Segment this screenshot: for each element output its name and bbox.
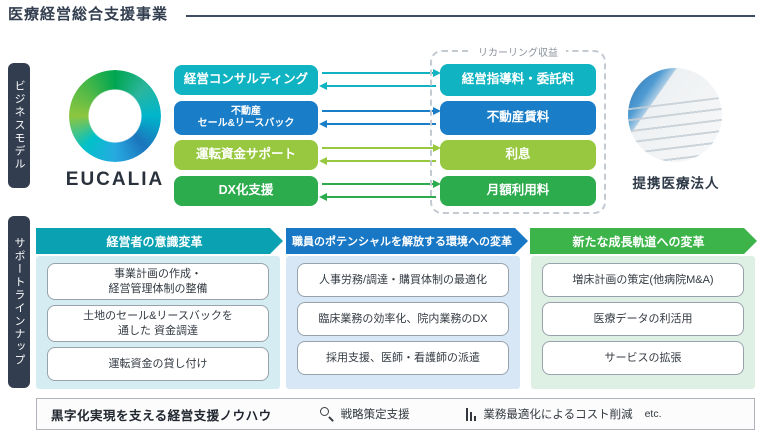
title-underline <box>186 15 755 17</box>
knowhow-item-label: 業務最適化によるコスト削減 <box>483 409 633 421</box>
support-item: サービスの拡張 <box>542 341 744 375</box>
support-header-growth: 新たな成長軌道への変革 <box>530 228 757 254</box>
knowhow-item-cost: 業務最適化によるコスト削減 <box>465 406 633 422</box>
service-box-real-estate: 不動産 セール&リースバック <box>174 101 318 135</box>
service-box-working-capital: 運転資金サポート <box>174 140 318 170</box>
support-header-potential: 職員のポテンシャルを解放する環境への変革 <box>286 228 528 254</box>
revenue-box-monthly: 月額利用料 <box>440 176 596 206</box>
revenue-box-interest: 利息 <box>440 140 596 170</box>
eucalia-logo: EUCALIA <box>55 70 175 191</box>
section-label-business-model: ビジネスモデル <box>8 63 30 188</box>
support-panel-growth: 増床計画の策定(他病院M&A) 医療データの利活用 サービスの拡張 <box>531 256 755 389</box>
flow-arrow-left-icon <box>319 120 436 128</box>
support-panel-mindset: 事業計画の作成・ 経営管理体制の整備 土地のセール&リースバックを 通した 資金… <box>36 256 280 389</box>
eucalia-ring-icon <box>69 70 161 162</box>
recurring-revenue-label: リカーリング収益 <box>470 44 566 59</box>
service-box-dx: DX化支援 <box>174 176 318 206</box>
support-panel-potential: 人事労務/調達・購買体制の最適化 臨床業務の効率化、院内業務のDX 採用支援、医… <box>286 256 520 389</box>
support-item: 医療データの利活用 <box>542 302 744 336</box>
eucalia-wordmark: EUCALIA <box>65 169 165 190</box>
page-title: 医療経営総合支援事業 <box>8 6 169 23</box>
support-item: 増床計画の策定(他病院M&A) <box>542 263 744 297</box>
support-item: 運転資金の貸し付け <box>47 347 269 381</box>
service-box-consulting: 経営コンサルティング <box>174 65 318 95</box>
hospital-floors-texture <box>628 94 722 162</box>
knowhow-heading: 黒字化実現を支える経営支援ノウハウ <box>51 408 272 423</box>
bar-chart-icon <box>465 407 477 421</box>
knowhow-bar: 黒字化実現を支える経営支援ノウハウ 戦略策定支援 業務最適化によるコスト削減 e… <box>36 398 755 430</box>
support-item: 土地のセール&リースバックを 通した 資金調達 <box>47 305 269 342</box>
partner-label: 提携医療法人 <box>632 176 720 191</box>
support-header-mindset: 経営者の意識変革 <box>36 228 283 254</box>
flow-arrow-right-icon <box>322 180 441 188</box>
revenue-box-fees: 経営指導料・委託料 <box>440 64 596 96</box>
section-label-support-lineup: サポートラインナップ <box>8 216 30 388</box>
knowhow-item-label: 戦略策定支援 <box>340 409 410 421</box>
recurring-revenue-group: リカーリング収益 <box>430 44 606 214</box>
flow-arrow-left-icon <box>319 193 436 201</box>
support-item: 事業計画の作成・ 経営管理体制の整備 <box>47 263 269 300</box>
flow-arrow-right-icon <box>322 144 441 152</box>
flow-arrow-right-icon <box>322 69 441 77</box>
hospital-photo <box>628 68 722 162</box>
magnifier-icon <box>319 407 334 422</box>
knowhow-item-strategy: 戦略策定支援 <box>319 406 410 422</box>
flow-arrow-left-icon <box>319 82 436 90</box>
revenue-box-rent: 不動産賃料 <box>440 101 596 135</box>
flow-arrow-right-icon <box>322 107 441 115</box>
etc-label: etc. <box>644 408 662 420</box>
support-item: 人事労務/調達・購買体制の最適化 <box>297 263 509 297</box>
support-item: 採用支援、医師・看護師の派遣 <box>297 341 509 375</box>
support-item: 臨床業務の効率化、院内業務のDX <box>297 302 509 336</box>
flow-arrow-left-icon <box>319 157 436 165</box>
